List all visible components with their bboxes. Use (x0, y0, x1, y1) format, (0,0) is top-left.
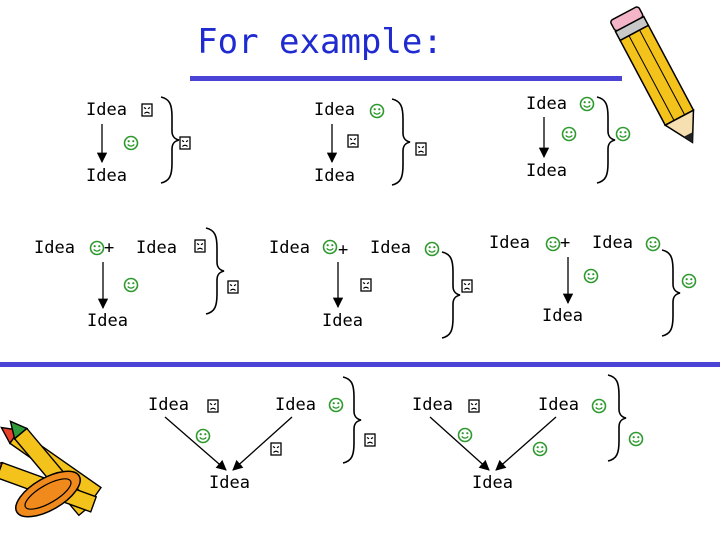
arrow-diagonal (232, 416, 293, 471)
sad-face-icon (207, 399, 219, 413)
brace (441, 251, 461, 339)
arrow-diagonal (429, 416, 490, 471)
idea-label: Idea (489, 233, 530, 253)
idea-label: Idea (86, 100, 127, 120)
idea-label: Idea (148, 395, 189, 415)
happy-face-icon (123, 277, 139, 293)
idea-label: Idea (370, 238, 411, 258)
sad-face-icon (270, 442, 282, 456)
arrow-diagonal (164, 416, 227, 471)
idea-label: Idea (526, 94, 567, 114)
sad-face-icon (415, 142, 427, 156)
idea-label: Idea (412, 395, 453, 415)
happy-face-icon (615, 126, 631, 142)
plus-sign: + (338, 240, 349, 260)
happy-face-icon (583, 268, 599, 284)
brace (342, 376, 362, 464)
happy-face-icon (369, 103, 385, 119)
brace (661, 249, 681, 337)
idea-label: Idea (209, 473, 250, 493)
happy-face-icon (328, 397, 344, 413)
brace (596, 96, 616, 184)
happy-face-icon (457, 427, 473, 443)
sad-face-icon (461, 279, 473, 293)
happy-face-icon (591, 398, 607, 414)
sad-face-icon (227, 280, 239, 294)
arrow-diagonal (495, 416, 557, 471)
idea-label: Idea (136, 238, 177, 258)
idea-label: Idea (542, 306, 583, 326)
plus-sign: + (560, 233, 571, 253)
idea-label: Idea (322, 311, 363, 331)
sad-face-icon (468, 399, 480, 413)
sad-face-icon (347, 134, 359, 148)
idea-label: Idea (314, 166, 355, 186)
idea-label: Idea (86, 166, 127, 186)
page-title: For example: (197, 22, 443, 62)
happy-face-icon (532, 441, 548, 457)
sad-face-icon (141, 103, 153, 117)
happy-face-icon (645, 236, 661, 252)
happy-face-icon (123, 135, 139, 151)
idea-label: Idea (472, 473, 513, 493)
idea-label: Idea (87, 311, 128, 331)
happy-face-icon (628, 431, 644, 447)
brace (160, 96, 180, 184)
brace (607, 374, 627, 462)
crayon-bundle-icon (0, 420, 102, 518)
idea-label: Idea (592, 233, 633, 253)
happy-face-icon (681, 273, 697, 289)
idea-label: Idea (34, 238, 75, 258)
title-underline (190, 76, 622, 81)
idea-label: Idea (275, 395, 316, 415)
brace (205, 227, 225, 315)
sad-face-icon (364, 433, 376, 447)
row-divider (0, 362, 720, 367)
happy-face-icon (195, 428, 211, 444)
sad-face-icon (179, 136, 191, 150)
sad-face-icon (360, 278, 372, 292)
happy-face-icon (579, 96, 595, 112)
sad-face-icon (194, 239, 206, 253)
idea-label: Idea (526, 161, 567, 181)
idea-label: Idea (538, 395, 579, 415)
brace (391, 98, 411, 186)
happy-face-icon (424, 241, 440, 257)
happy-face-icon (545, 236, 561, 252)
happy-face-icon (322, 239, 338, 255)
pencil-icon (610, 6, 695, 144)
plus-sign: + (104, 238, 115, 258)
happy-face-icon (89, 240, 105, 256)
idea-label: Idea (314, 100, 355, 120)
idea-label: Idea (269, 238, 310, 258)
happy-face-icon (561, 126, 577, 142)
